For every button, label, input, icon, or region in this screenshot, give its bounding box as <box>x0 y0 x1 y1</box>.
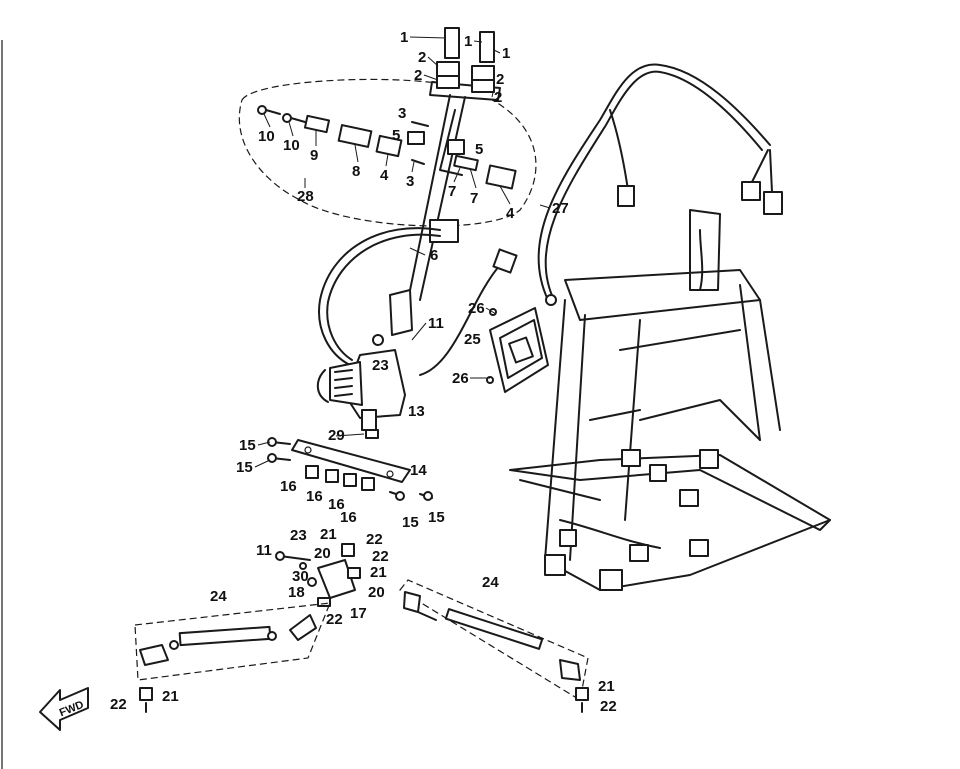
label-5: 5 <box>475 141 483 158</box>
label-2: 2 <box>494 89 502 106</box>
label-15: 15 <box>402 514 419 531</box>
label-26: 26 <box>452 370 469 387</box>
label-21: 21 <box>320 526 337 543</box>
callout-labels: 1 1 1 2 2 2 2 3 3 5 5 10 10 9 8 4 7 7 4 … <box>110 29 617 715</box>
column-clip <box>429 219 459 243</box>
label-16: 16 <box>328 496 345 513</box>
label-16: 16 <box>340 509 357 526</box>
label-15: 15 <box>239 437 256 454</box>
vehicle-frame <box>509 209 831 591</box>
label-7: 7 <box>470 190 478 207</box>
label-26: 26 <box>468 300 485 317</box>
label-2: 2 <box>496 71 504 88</box>
label-10: 10 <box>258 128 275 145</box>
label-30: 30 <box>292 568 309 585</box>
switch-assembly-parts <box>257 105 517 190</box>
label-11: 11 <box>256 542 272 559</box>
label-15: 15 <box>236 459 253 476</box>
label-1: 1 <box>400 29 408 46</box>
label-21: 21 <box>162 688 179 705</box>
label-1: 1 <box>502 45 510 62</box>
label-8: 8 <box>352 163 360 180</box>
label-27: 27 <box>552 200 569 217</box>
label-4: 4 <box>380 167 389 184</box>
group-outline-24-left <box>134 602 331 681</box>
label-24: 24 <box>482 574 499 591</box>
label-10: 10 <box>283 137 300 154</box>
label-6: 6 <box>430 247 438 264</box>
group-outline-28 <box>238 78 537 227</box>
label-15: 15 <box>428 509 445 526</box>
label-14: 14 <box>410 462 427 479</box>
harness-27 <box>537 63 783 306</box>
label-22: 22 <box>600 698 617 715</box>
steering-gearbox-13 <box>316 334 406 431</box>
label-20: 20 <box>368 584 385 601</box>
tie-rod-left-24 <box>139 614 317 713</box>
label-11: 11 <box>428 315 444 332</box>
label-16: 16 <box>280 478 297 495</box>
label-4: 4 <box>506 205 515 222</box>
label-20: 20 <box>314 545 331 562</box>
label-24: 24 <box>210 588 227 605</box>
label-3: 3 <box>398 105 406 122</box>
group-outline-24-right <box>399 579 589 701</box>
pitman-arm-17 <box>275 543 361 607</box>
label-22: 22 <box>110 696 127 713</box>
label-1: 1 <box>464 33 472 50</box>
wiring-harness-6 <box>318 227 518 376</box>
label-13: 13 <box>408 403 425 420</box>
label-23: 23 <box>372 357 389 374</box>
label-9: 9 <box>310 147 318 164</box>
mount-bracket-14 <box>267 429 433 501</box>
label-23: 23 <box>290 527 307 544</box>
label-22: 22 <box>372 548 389 565</box>
label-25: 25 <box>464 331 481 348</box>
universal-joint <box>389 289 413 336</box>
label-21: 21 <box>370 564 387 581</box>
tie-rod-right-24 <box>403 591 589 713</box>
leader-lines <box>254 36 551 468</box>
label-16: 16 <box>306 488 323 505</box>
label-21: 21 <box>598 678 615 695</box>
forward-direction-arrow: FWD <box>39 687 89 731</box>
label-28: 28 <box>297 188 314 205</box>
label-2: 2 <box>414 67 422 84</box>
label-22: 22 <box>366 531 383 548</box>
label-22: 22 <box>326 611 343 628</box>
label-17: 17 <box>350 605 367 622</box>
label-3: 3 <box>406 173 414 190</box>
label-5: 5 <box>392 127 400 144</box>
control-module-25 <box>486 307 549 393</box>
label-18: 18 <box>288 584 305 601</box>
label-2: 2 <box>418 49 426 66</box>
label-7: 7 <box>448 183 456 200</box>
